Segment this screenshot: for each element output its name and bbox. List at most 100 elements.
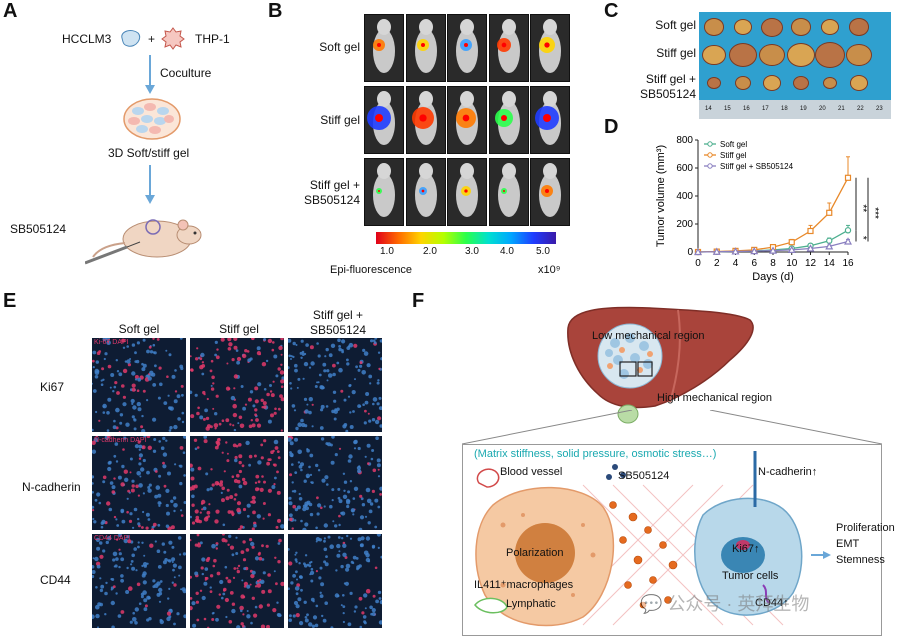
outcome-emt: EMT: [836, 538, 860, 550]
ki67-label: Ki67↑: [732, 543, 760, 555]
mechanism-illustration: [474, 451, 831, 627]
tumor-specimen: [729, 42, 757, 68]
ivis-mouse-image: [530, 158, 570, 226]
lymphatic-label: Lymphatic: [506, 598, 556, 610]
colorbar-tick: 3.0: [465, 246, 479, 257]
legend-entry: Stiff gel + SB505124: [720, 162, 794, 171]
if-image-tile: [286, 336, 384, 433]
tumor-specimen: [704, 18, 724, 36]
ivis-mouse-image: [447, 158, 487, 226]
e-row-label-cd44: CD44: [40, 573, 71, 587]
tumor-specimen: [787, 42, 815, 68]
panel-label-a: A: [3, 0, 18, 22]
c-row-label-stiff-sb: Stiff gel + SB505124: [639, 72, 696, 101]
liver-illustration: [567, 306, 754, 424]
arrow-down-icon: [145, 165, 155, 204]
ruler-tick: 20: [819, 106, 826, 112]
e-col-label-stiff-sb: Stiff gel + SB505124: [309, 308, 367, 337]
ivis-mouse-image: [405, 158, 446, 226]
tumor-specimen: [846, 43, 872, 67]
ivis-mouse-image: [488, 14, 529, 82]
colorbar-tick: 4.0: [500, 246, 514, 257]
ivis-mouse-image: [488, 86, 529, 154]
tumor-specimen: [823, 76, 837, 90]
tumor-specimen: [849, 18, 869, 36]
y-axis-label: Tumor volume (mm³): [655, 145, 667, 247]
y-tick-label: 800: [676, 135, 693, 146]
high-mech-label: High mechanical region: [657, 392, 772, 404]
e-col-label-soft: Soft gel: [118, 322, 160, 336]
3d-gel-icon: [123, 98, 181, 140]
tumor-specimen: [707, 76, 721, 90]
ivis-mouse-image: [488, 158, 529, 226]
mechanism-box: [462, 444, 882, 636]
e-row-label-ki67: Ki67: [40, 380, 65, 394]
ruler-tick: 17: [762, 106, 769, 112]
panel-label-b: B: [268, 0, 283, 22]
data-point: [712, 247, 721, 255]
stain-tag: Ki-67 DAPI: [94, 339, 129, 346]
data-point: [731, 247, 740, 255]
ivis-mouse-image: [447, 86, 487, 154]
legend-marker: [707, 152, 713, 158]
coculture-label: Coculture: [160, 66, 212, 80]
b-row-label-stiff: Stiff gel: [320, 113, 360, 127]
legend-entry: Stiff gel: [720, 151, 747, 160]
c-row-label-soft: Soft gel: [655, 18, 696, 32]
tumor-specimen: [735, 76, 751, 90]
macrophage-label: IL411⁺macrophages: [474, 579, 574, 591]
y-tick-label: 200: [676, 219, 693, 230]
x-axis-label: Days (d): [752, 271, 794, 283]
x-tick-label: 10: [786, 258, 798, 269]
c-row-label-stiff: Stiff gel: [656, 46, 696, 60]
stress-label: (Matrix stiffness, solid pressure, osmot…: [474, 448, 717, 460]
colorbar-unit: x10⁹: [538, 264, 561, 276]
sig-marker: *: [857, 236, 868, 240]
outcome-stemness: Stemness: [836, 554, 885, 566]
legend-marker: [707, 141, 713, 147]
colorbar-label: Epi-fluorescence: [330, 264, 412, 276]
ruler-tick: 16: [743, 106, 750, 112]
ruler-tick: 19: [800, 106, 807, 112]
polarization-label: Polarization: [506, 547, 564, 559]
ncad-label: N-cadherin↑: [758, 466, 818, 478]
ruler-tick: 21: [838, 106, 845, 112]
plus-sign: +: [148, 32, 156, 46]
stain-tag: N-cadherin DAPI: [94, 437, 147, 444]
data-point: [826, 209, 833, 216]
stain-tag: CD44 DAPI: [94, 535, 131, 542]
colorbar-tick: 2.0: [423, 246, 437, 257]
ivis-mouse-image: [364, 86, 404, 154]
data-point: [693, 247, 703, 256]
if-image-tile: [286, 532, 384, 630]
x-tick-label: 16: [842, 258, 854, 269]
x-tick-label: 14: [824, 258, 836, 269]
if-image-tile: [287, 434, 384, 533]
if-image-tile: [188, 435, 285, 532]
y-tick-label: 400: [676, 191, 693, 202]
if-image-grid: Ki-67 DAPI N-cadherin DAPI CD44 DAPI: [90, 336, 386, 632]
y-tick-label: 600: [676, 163, 693, 174]
data-point: [806, 244, 815, 252]
gel-label: 3D Soft/stiff gel: [108, 146, 190, 160]
data-point: [787, 245, 796, 254]
ruler-tick: 15: [724, 106, 731, 112]
panel-label-d: D: [604, 116, 619, 138]
outcome-proliferation: Proliferation: [836, 522, 895, 534]
thp1-cell-icon: [161, 27, 185, 50]
x-tick-label: 0: [695, 258, 701, 269]
b-row-label-soft: Soft gel: [319, 40, 360, 54]
arrow-down-icon: [145, 55, 155, 94]
colorbar: [376, 232, 556, 244]
e-col-label-stiff: Stiff gel: [219, 322, 259, 336]
ivis-mouse-image: [530, 14, 570, 82]
cell-line-hcclm3: HCCLM3: [62, 32, 112, 46]
tumor-specimen: [793, 76, 809, 90]
data-point: [750, 246, 759, 255]
data-point: [825, 242, 834, 250]
if-image-tile: CD44 DAPI: [90, 533, 188, 630]
hcclm3-cell-icon: [121, 30, 141, 47]
data-point: [788, 239, 795, 246]
ivis-mouse-image: [447, 14, 487, 82]
